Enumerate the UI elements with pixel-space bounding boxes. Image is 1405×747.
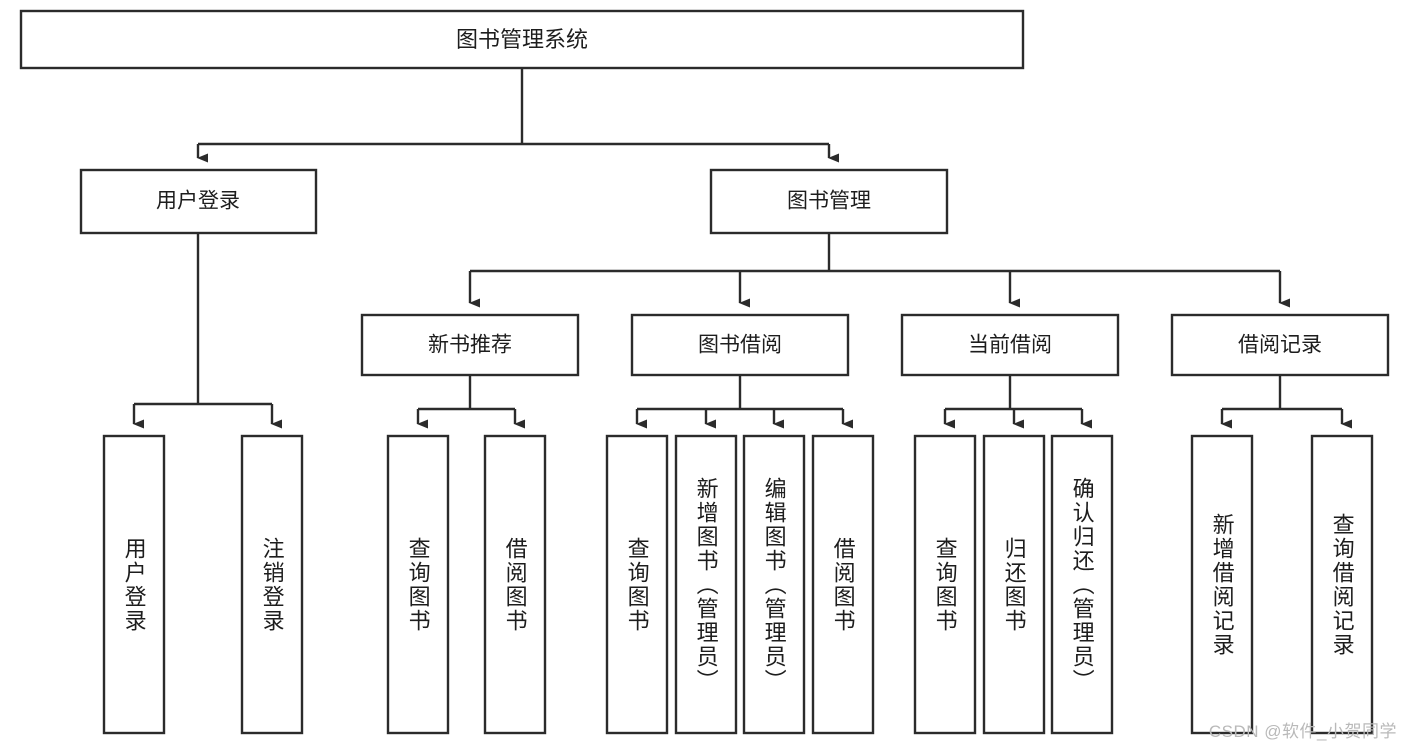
node-book-borrow-box[interactable] [630, 313, 850, 377]
node-borrow-record-box[interactable] [1170, 313, 1390, 377]
node-book-borrow-label: 图书借阅 [698, 334, 782, 357]
csdn-watermark: CSDN @软件_小贺同学 [1208, 722, 1397, 741]
node-current-borrow[interactable]: 当前借阅 [900, 313, 1120, 377]
node-leaf-confirm-return-box[interactable] [1050, 434, 1114, 735]
node-new-book-recommend-label: 新书推荐 [428, 334, 512, 357]
node-leaf-query-book-3-box[interactable] [913, 434, 977, 735]
node-leaf-edit-book-box[interactable] [742, 434, 806, 735]
node-book-borrow[interactable]: 图书借阅 [630, 313, 850, 377]
node-user-login-label: 用户登录 [156, 190, 240, 213]
node-leaf-borrow-book-2-box[interactable] [811, 434, 875, 735]
node-book-manage-box[interactable] [709, 168, 949, 235]
node-leaf-query-record-box[interactable] [1310, 434, 1374, 735]
node-book-manage-label: 图书管理 [787, 190, 871, 213]
edge-layer [132, 68, 1352, 429]
node-leaf-logout-box[interactable] [240, 434, 304, 735]
node-leaf-add-book-box[interactable] [674, 434, 738, 735]
node-layer: 图书管理系统 用户登录 图书管理 新书推荐 图书借阅 [19, 9, 1390, 735]
node-user-login-box[interactable] [79, 168, 318, 235]
node-current-borrow-label: 当前借阅 [968, 334, 1052, 357]
node-leaf-user-login-box[interactable] [102, 434, 166, 735]
node-book-manage[interactable]: 图书管理 [709, 168, 949, 235]
node-new-book-recommend-box[interactable] [360, 313, 580, 377]
node-borrow-record[interactable]: 借阅记录 [1170, 313, 1390, 377]
node-current-borrow-box[interactable] [900, 313, 1120, 377]
node-leaf-return-book-box[interactable] [982, 434, 1046, 735]
node-borrow-record-label: 借阅记录 [1238, 334, 1322, 357]
node-leaf-add-record-box[interactable] [1190, 434, 1254, 735]
node-root[interactable]: 图书管理系统 [19, 9, 1025, 70]
node-leaf-query-book-1-box[interactable] [386, 434, 450, 735]
node-new-book-recommend[interactable]: 新书推荐 [360, 313, 580, 377]
leaf-box-layer [102, 434, 1374, 735]
node-leaf-query-book-2-box[interactable] [605, 434, 669, 735]
node-root-label: 图书管理系统 [456, 27, 588, 52]
node-leaf-borrow-book-1-box[interactable] [483, 434, 547, 735]
node-user-login[interactable]: 用户登录 [79, 168, 318, 235]
node-root-box[interactable] [19, 9, 1025, 70]
